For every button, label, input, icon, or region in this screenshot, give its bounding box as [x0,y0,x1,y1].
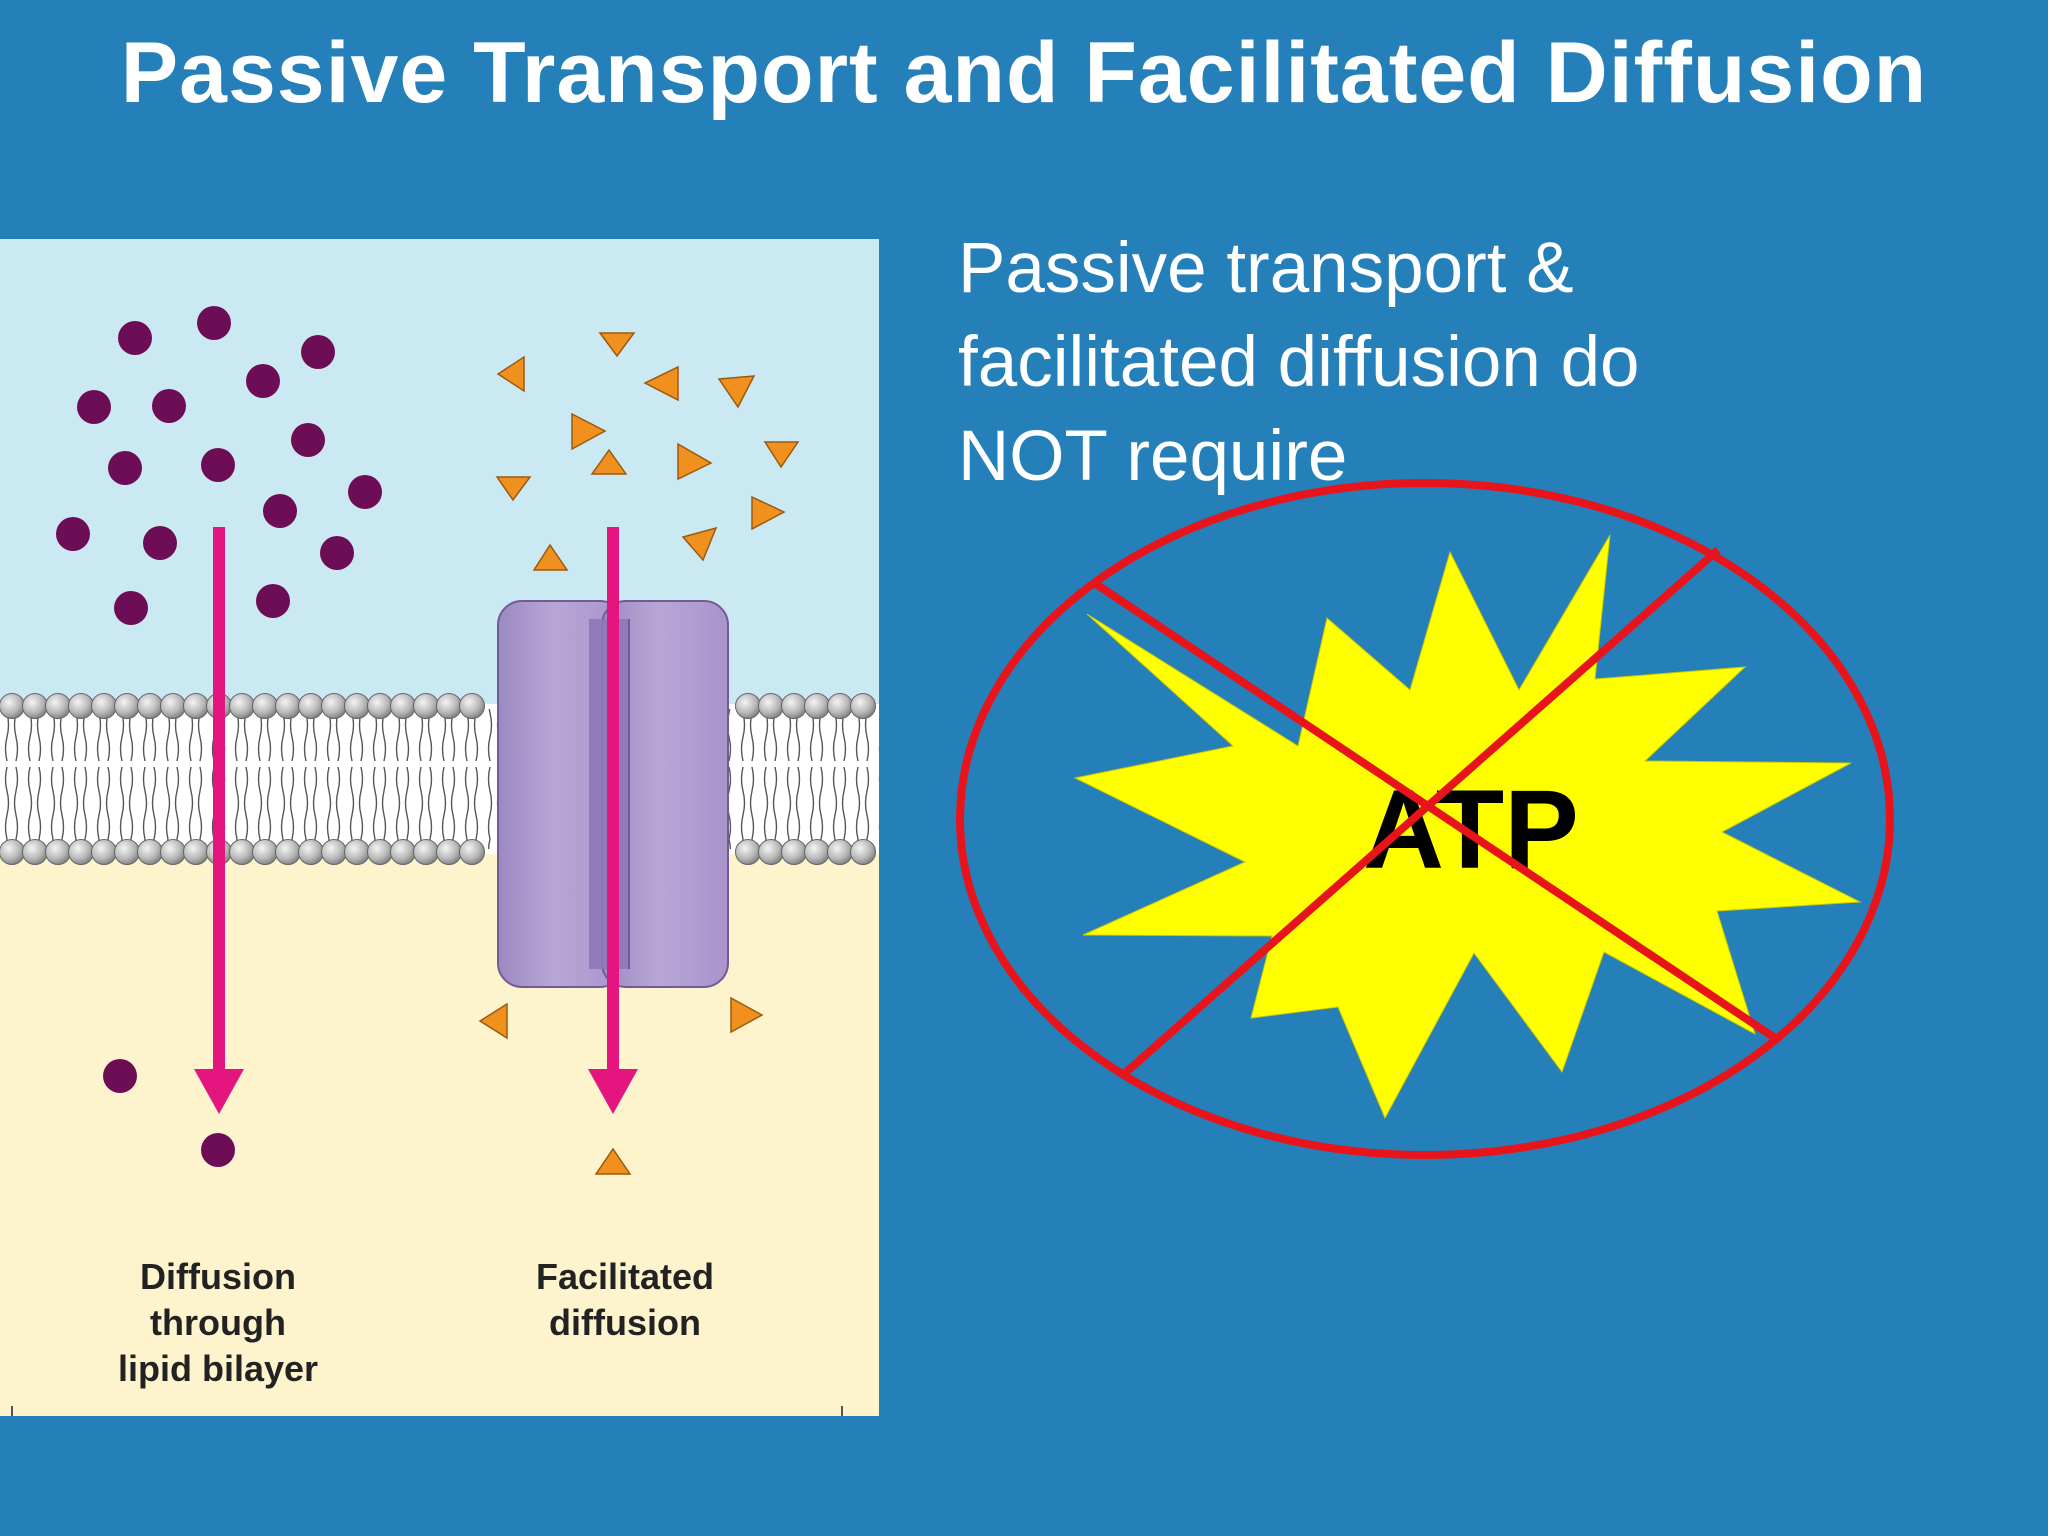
phospholipid-head [735,839,761,865]
phospholipid-head [22,839,48,865]
phospholipid-head [160,839,186,865]
label-diffusion-line1: Diffusion [140,1256,296,1297]
extracellular-region [0,239,879,709]
phospholipid-head [804,839,830,865]
phospholipid-head [850,839,876,865]
phospholipid-head [0,693,25,719]
slide-title: Passive Transport and Facilitated Diffus… [120,25,1928,121]
phospholipid-head [344,839,370,865]
phospholipid-head [91,839,117,865]
phospholipid-head [252,693,278,719]
label-facilitated-line1: Facilitated [536,1256,714,1297]
phospholipid-head [758,693,784,719]
phospholipid-head [735,693,761,719]
label-facilitated-line2: diffusion [549,1302,701,1343]
triangle-solutes [478,332,800,1175]
phospholipid-head [252,839,278,865]
body-text: Passive transport & facilitated diffusio… [958,222,1958,504]
phospholipid-head [781,693,807,719]
phospholipid-head [321,693,347,719]
body-line: Passive transport & [958,229,1574,308]
phospholipid-head [459,839,485,865]
phospholipid-head [758,839,784,865]
phospholipid-head [229,693,255,719]
phospholipid-head [137,693,163,719]
phospholipid-head [804,693,830,719]
phospholipid-head [413,839,439,865]
phospholipid-head [137,839,163,865]
phospholipid-head [0,839,25,865]
phospholipid-head [827,693,853,719]
strike-line-1 [1090,578,1781,1044]
phospholipid-head [22,693,48,719]
diffusion-arrow-right [588,527,638,1114]
phospholipid-head [45,693,71,719]
phospholipid-head [459,693,485,719]
phospholipid-head [344,693,370,719]
circle-solutes [56,306,382,1167]
lipid-tails [0,709,879,849]
phospholipid-head [413,693,439,719]
phospholipid-head [45,839,71,865]
body-line: facilitated diffusion do [958,323,1640,402]
membrane-transport-diagram: Diffusion through lipid bilayer Facilita… [0,239,879,1416]
phospholipid-head [781,839,807,865]
phospholipid-head [436,839,462,865]
phospholipid-heads-bottom [0,839,876,865]
phospholipid-head [68,839,94,865]
label-diffusion-line2: through [150,1302,286,1343]
phospholipid-head [114,693,140,719]
phospholipid-head [298,693,324,719]
label-diffusion-line3: lipid bilayer [118,1348,318,1389]
phospholipid-head [275,839,301,865]
phospholipid-head [298,839,324,865]
phospholipid-head [827,839,853,865]
strike-line-2 [1121,547,1721,1077]
phospholipid-head [367,693,393,719]
phospholipid-head [367,839,393,865]
phospholipid-head [183,839,209,865]
prohibition-ellipse [956,479,1894,1159]
phospholipid-head [114,839,140,865]
phospholipid-head [91,693,117,719]
diffusion-arrow-left [194,527,244,1114]
phospholipid-head [183,693,209,719]
phospholipid-head [275,693,301,719]
phospholipid-head [436,693,462,719]
phospholipid-head [321,839,347,865]
atp-burst [1073,534,1862,1120]
body-line: NOT require [958,417,1348,496]
phospholipid-head [160,693,186,719]
phospholipid-head [390,693,416,719]
phospholipid-head [850,693,876,719]
phospholipid-head [68,693,94,719]
no-atp-graphic: ATP [956,479,1894,1159]
phospholipid-head [390,839,416,865]
phospholipid-head [229,839,255,865]
